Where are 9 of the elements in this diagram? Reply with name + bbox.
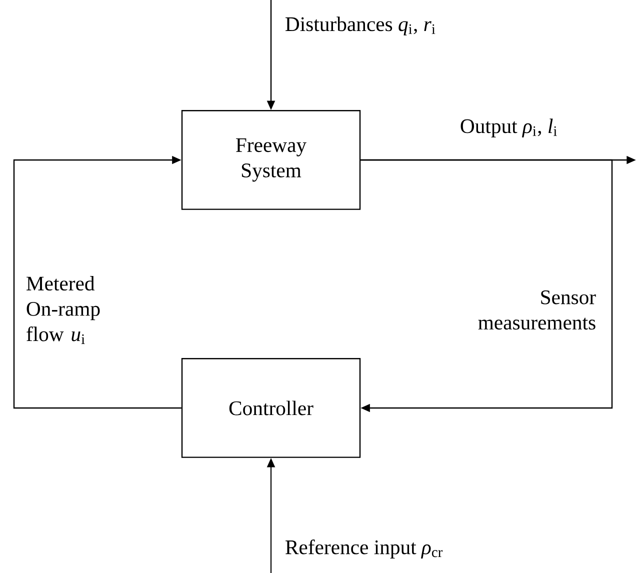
edge-label: Metered On-ramp flow u$_{i}$ (26, 276, 100, 344)
edge-label: Output ρ$_{i}$, l$_{i}$ (460, 118, 557, 138)
edge-label: Reference input ρ$_{cr}$ (286, 540, 443, 558)
arrow (360, 159, 613, 412)
edge-label: Disturbances q$_{i}$, r$_{i}$ (286, 16, 436, 36)
arrow (13, 156, 182, 409)
process-box: Controller (181, 358, 361, 458)
process-box: Freeway System (181, 110, 361, 210)
edge-label: Sensor measurements (478, 290, 596, 330)
